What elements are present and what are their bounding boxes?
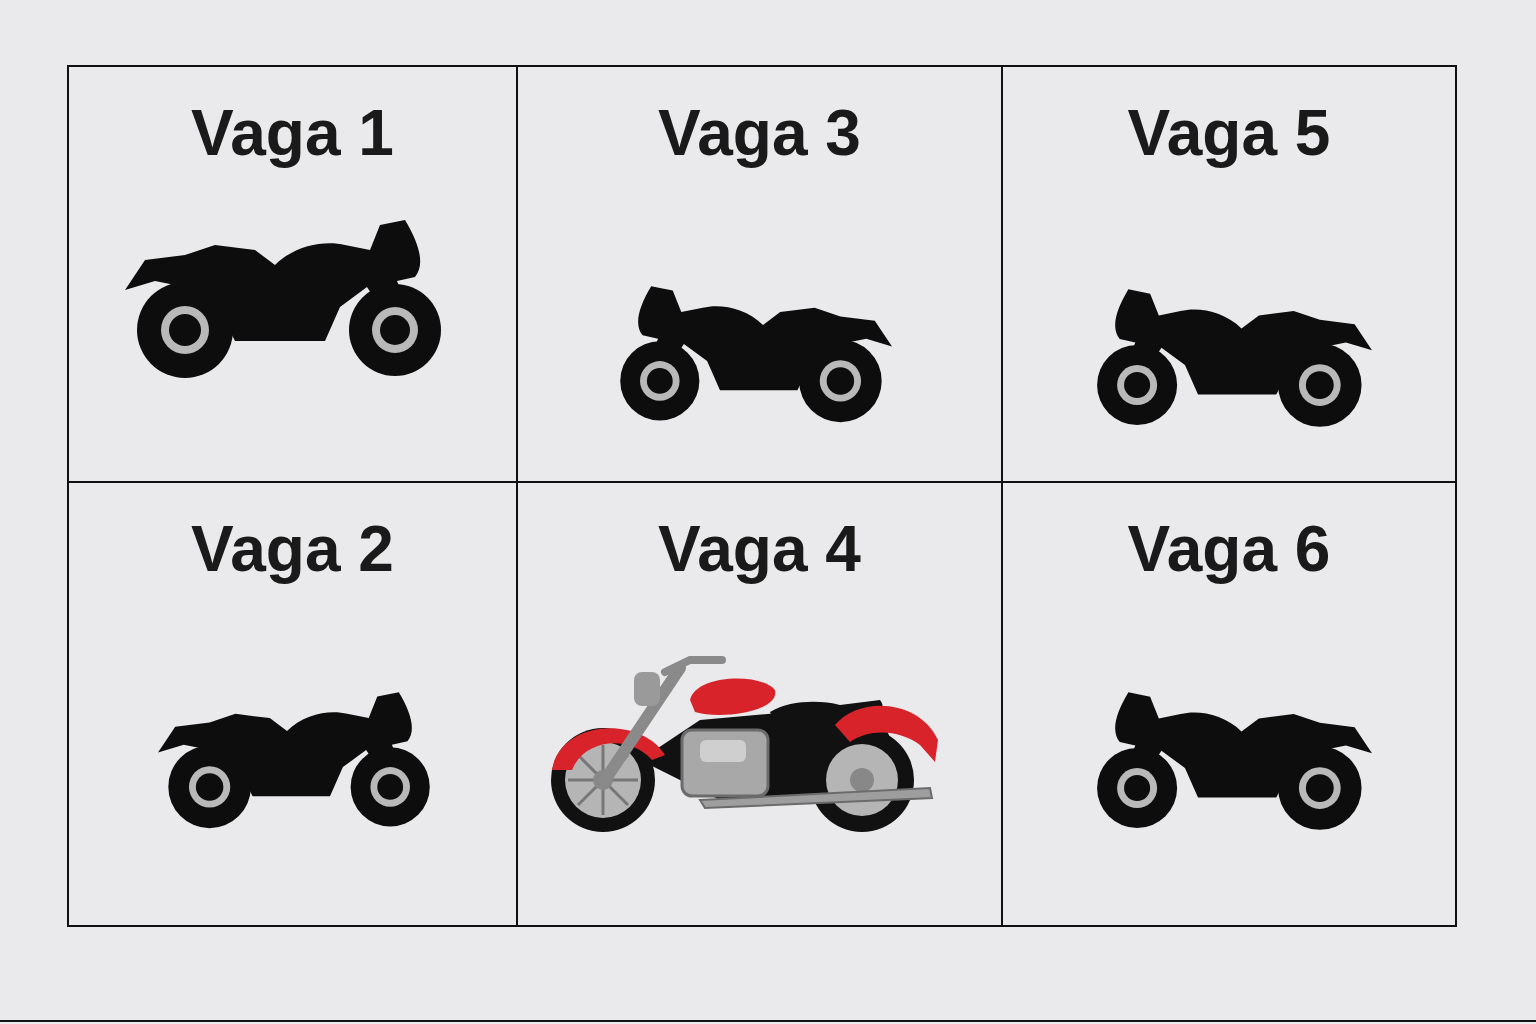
engine-cylinder [700,740,746,762]
parking-space: Vaga 1 [67,65,518,483]
sport-bike [125,220,441,378]
rear-wheel [810,728,914,832]
exhaust [700,788,932,808]
parking-space: Vaga 6 [1001,481,1457,927]
parking-space: Vaga 2 [67,481,518,927]
hub [850,768,874,792]
sport-bike [1097,289,1372,426]
space-label: Vaga 3 [518,95,1001,172]
space-label: Vaga 1 [69,95,516,172]
space-label: Vaga 2 [69,511,516,588]
parking-space: Vaga 3 [516,65,1003,483]
space-label: Vaga 5 [1003,95,1455,172]
sport-bike [620,286,892,422]
engine [682,730,768,796]
sport-bike [1097,692,1372,829]
space-label: Vaga 4 [518,511,1001,588]
floor-line [0,1020,1536,1022]
rear-rim [826,744,898,816]
space-label: Vaga 6 [1003,511,1455,588]
rear-fender [835,706,938,762]
tank [690,679,775,716]
headlight [634,672,660,706]
sport-bike [158,692,430,828]
fork [605,668,680,780]
front-fender [552,728,665,770]
parking-space: Vaga 5 [1001,65,1457,483]
parking-space: Vaga 4 [516,481,1003,927]
handlebar [665,660,722,672]
cruiser-bike [551,660,938,832]
